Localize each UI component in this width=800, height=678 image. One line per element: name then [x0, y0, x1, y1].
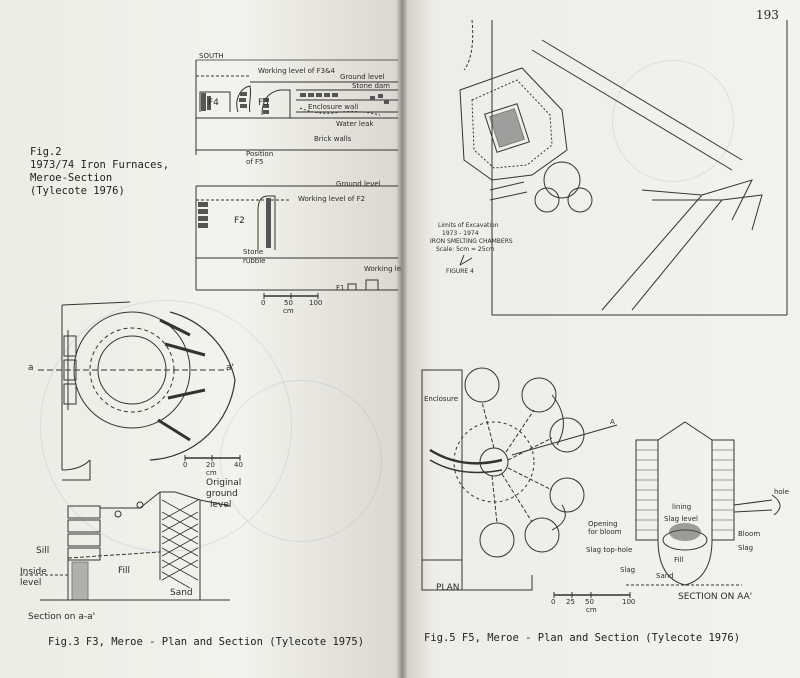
fig5-sand-label: Sand: [656, 572, 674, 580]
fig5-for-bloom-label: for bloom: [588, 528, 622, 536]
book-gutter: [396, 0, 408, 678]
fig2-ground-level-mid: Ground level: [336, 180, 381, 188]
fig5-scale-0: 0: [551, 598, 556, 606]
fig3-ground-label: ground: [206, 489, 238, 499]
fig2-title: 1973/74 Iron Furnaces,: [30, 159, 170, 171]
fig2-scale-unit: cm: [283, 307, 294, 315]
fig3-a-prime-label: a': [226, 363, 234, 373]
fig3-level-label: level: [210, 500, 232, 510]
fig2-enclosure-wall: Enclosure wall: [308, 103, 359, 111]
fig3-section-label: Section on a-a': [28, 612, 96, 622]
fig5-opening-label: Opening: [588, 520, 618, 528]
fig2-working-level-f34: Working level of F3&4: [258, 67, 336, 75]
hatch-pattern: [161, 499, 199, 589]
fig3-scale-0: 0: [183, 461, 188, 469]
fig2-rubble-label: rubble: [243, 257, 266, 265]
fig5-section-label: SECTION ON AA': [678, 592, 753, 602]
fig5-fill-label: Fill: [674, 556, 684, 564]
fig5-slag-top-hole-label: Slag top-hole: [586, 546, 633, 554]
fig2-f2-label: F2: [234, 216, 245, 226]
fig4-figure-label: FIGURE 4: [446, 268, 474, 275]
fig5-scale-25: 25: [566, 598, 575, 606]
fig2-working-level-f2: Working level of F2: [298, 195, 366, 203]
fig3-inside-level-label: level: [20, 578, 42, 588]
fig2-position-of: Position: [246, 150, 274, 158]
fig5-slag-level-label: Slag level: [664, 515, 698, 523]
figure-2-and-3-drawings: [20, 59, 398, 601]
fig5-slag-left-label: Slag: [620, 566, 636, 574]
fig4-limits-line-3: IRON SMELTING CHAMBERS: [430, 238, 513, 245]
fig5-lining-label: lining: [672, 503, 692, 511]
fig2-brick-walls: Brick walls: [314, 135, 352, 143]
fig4-limits-line-1: Limits of Excavation: [438, 222, 499, 229]
bleed-through-circle-3: [612, 60, 734, 182]
fig2-working-level-f1: Working le: [364, 265, 402, 273]
fig5-caption: Fig.5 F5, Meroe - Plan and Section (Tyle…: [424, 632, 741, 644]
fig3-a-label: a: [28, 363, 34, 373]
fig5-slag-right-label: Slag: [738, 544, 754, 552]
fig2-of-f5: of F5: [246, 158, 264, 166]
fig3-fill-label: Fill: [118, 566, 131, 576]
fig2-stone-label: Stone: [243, 248, 264, 256]
page-number: 193: [756, 8, 779, 22]
fig3-caption: Fig.3 F3, Meroe - Plan and Section (Tyle…: [48, 636, 365, 648]
fig5-a-label: A: [610, 418, 615, 426]
fig2-label: Fig.2: [30, 146, 62, 158]
bleed-through-circle-2: [220, 380, 382, 542]
fig5-bloom-label: Bloom: [738, 530, 761, 538]
fig2-water-leak: Water leak: [336, 120, 374, 128]
right-page: 193: [402, 0, 800, 678]
fig5-enclosure-label: Enclosure: [424, 395, 459, 403]
bloom-mass: [669, 523, 701, 541]
fig5-scale-100: 100: [622, 598, 636, 606]
fig3-sand-label: Sand: [170, 588, 193, 598]
left-page: Fig.2 1973/74 Iron Furnaces, Meroe-Secti…: [0, 0, 402, 678]
fig3-scale-unit: cm: [206, 469, 217, 477]
figure-4-and-5-drawings: [421, 19, 788, 598]
fig5-plan-label: PLAN: [436, 583, 460, 593]
fig5-scale-unit: cm: [586, 606, 597, 614]
fig5-scale-50: 50: [585, 598, 594, 606]
fig3-scale-40: 40: [234, 461, 243, 469]
fig2-scale-50: 50: [284, 299, 293, 307]
fig2-ground-level-top: Ground level: [340, 73, 385, 81]
fig2-citation: (Tylecote 1976): [30, 185, 125, 197]
fig3-original-label: Original: [206, 478, 242, 488]
fig4-limits-line-4: Scale: 5cm = 25cm: [436, 246, 495, 253]
fig2-scale-0: 0: [261, 299, 266, 307]
fig2-scale-100: 100: [309, 299, 323, 307]
brick-texture: [636, 449, 734, 531]
fig4-limits-line-2: 1973 - 1974: [442, 230, 479, 237]
fig2-south-label: SOUTH: [199, 52, 224, 60]
fig3-scale-20: 20: [206, 461, 215, 469]
fig2-f1-label: F1: [336, 284, 345, 292]
fig5-hole-label: hole: [774, 488, 789, 496]
fig2-stone-dam: Stone dam: [352, 82, 390, 90]
fig2-f4-label: F4: [208, 98, 219, 108]
fig2-subtitle: Meroe-Section: [30, 172, 113, 184]
fig3-inside-label: Inside: [20, 567, 47, 577]
fig3-sill-label: Sill: [36, 546, 50, 556]
fig2-f3-label: F3: [258, 98, 269, 108]
